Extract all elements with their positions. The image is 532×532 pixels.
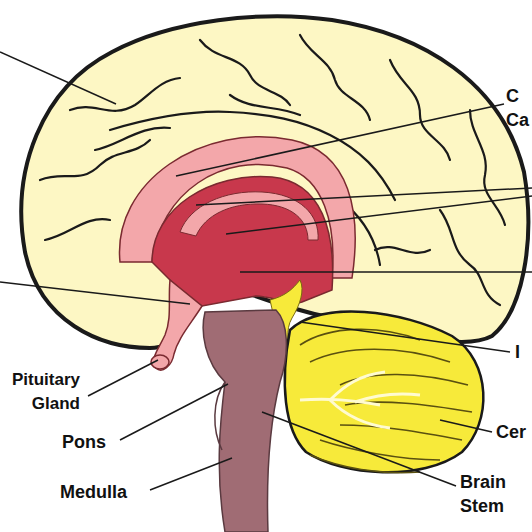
leader-lines [0, 52, 532, 490]
pons-bulge [215, 382, 225, 450]
structure-label: Pituitary Gland [0, 368, 80, 416]
cerebellum [285, 312, 484, 473]
gyri-lines [40, 35, 505, 305]
fornix [180, 192, 318, 240]
structure-label: Medulla [60, 480, 150, 504]
arbor-vitae [300, 372, 420, 428]
structure-label: Cer [496, 420, 532, 444]
structure-label: Pons [62, 430, 122, 454]
brain-stem [203, 310, 286, 532]
cerebellum-folia [300, 329, 472, 472]
structure-label: C Ca [506, 84, 532, 132]
structure-label: Brain Stem [460, 470, 526, 518]
structure-label: I [515, 340, 532, 364]
